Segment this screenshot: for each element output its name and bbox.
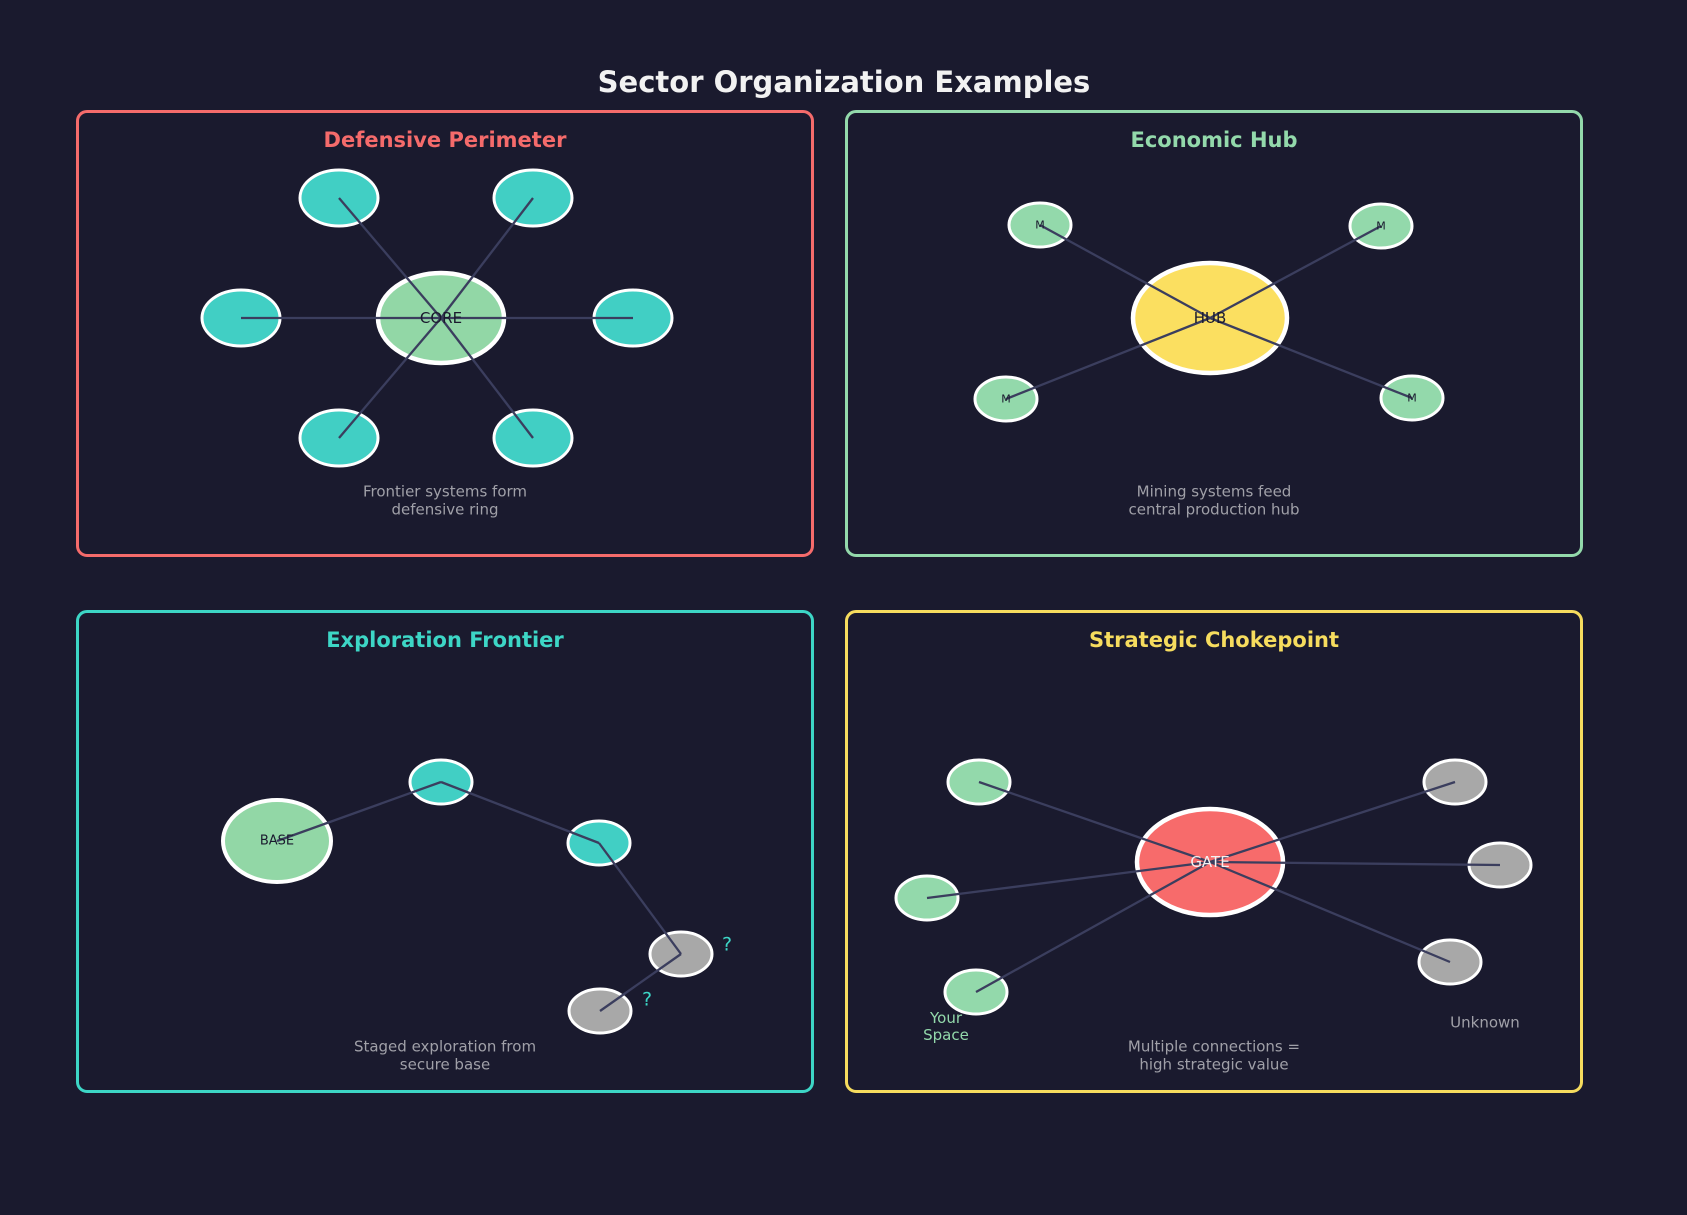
node-label-base: BASE	[260, 834, 294, 849]
node-label-gate: GATE	[1190, 853, 1229, 871]
edge-base-t1	[276, 780, 442, 843]
diagram-defensive-perimeter: CORE	[200, 168, 674, 468]
panel-exploration-frontier	[76, 610, 814, 1093]
edge-gate-u1	[1209, 780, 1456, 864]
edge-core-f1	[338, 197, 442, 319]
edge-gate-y1	[978, 780, 1211, 864]
panel-caption-defensive-perimeter: Frontier systems form defensive ring	[362, 482, 528, 518]
panel-defensive-perimeter	[76, 110, 814, 557]
unknown-question-mark-2: ?	[641, 988, 653, 1011]
figure-title: Sector Organization Examples	[597, 65, 1091, 100]
edge-core-f5	[338, 317, 442, 439]
edge-gate-u2	[1209, 860, 1501, 867]
panel-caption-economic-hub: Mining systems feed central production h…	[1128, 482, 1300, 518]
node-label-m2: M	[1376, 220, 1386, 233]
edge-g1-g2	[599, 953, 682, 1012]
edge-core-f2	[440, 197, 534, 319]
panel-title-defensive-perimeter: Defensive Perimeter	[323, 128, 567, 152]
edge-t2-g1	[598, 842, 682, 955]
edge-gate-y2	[926, 860, 1211, 900]
node-label-m3: M	[1001, 393, 1011, 406]
panel-caption-exploration-frontier: Staged exploration from secure base	[353, 1037, 537, 1073]
panel-title-exploration-frontier: Exploration Frontier	[326, 628, 564, 652]
edge-hub-m4	[1209, 316, 1413, 400]
panel-economic-hub	[845, 110, 1583, 557]
unknown-question-mark-1: ?	[721, 933, 733, 956]
edge-core-f6	[440, 317, 534, 439]
node-label-hub: HUB	[1194, 309, 1227, 327]
panel-title-economic-hub: Economic Hub	[1130, 128, 1298, 152]
unknown-label: Unknown	[1450, 1013, 1520, 1032]
edge-gate-u3	[1209, 860, 1451, 964]
edge-gate-y3	[975, 860, 1211, 994]
edge-hub-m1	[1039, 223, 1211, 320]
node-label-m4: M	[1407, 392, 1417, 405]
edge-hub-m3	[1005, 316, 1211, 401]
node-label-m1: M	[1035, 219, 1045, 232]
edge-t1-t2	[440, 780, 600, 845]
diagram-strategic-chokepoint: GATE	[894, 758, 1533, 1016]
your-space-label: Your Space	[923, 1009, 969, 1044]
diagram-economic-hub: HUB M M M M	[973, 201, 1445, 423]
panel-caption-strategic-chokepoint: Multiple connections = high strategic va…	[1127, 1037, 1301, 1073]
node-label-core: CORE	[420, 309, 462, 327]
edge-hub-m2	[1209, 224, 1382, 320]
panel-strategic-chokepoint	[845, 610, 1583, 1093]
panel-title-strategic-chokepoint: Strategic Chokepoint	[1088, 628, 1340, 652]
diagram-exploration-frontier: BASE	[221, 758, 714, 1035]
